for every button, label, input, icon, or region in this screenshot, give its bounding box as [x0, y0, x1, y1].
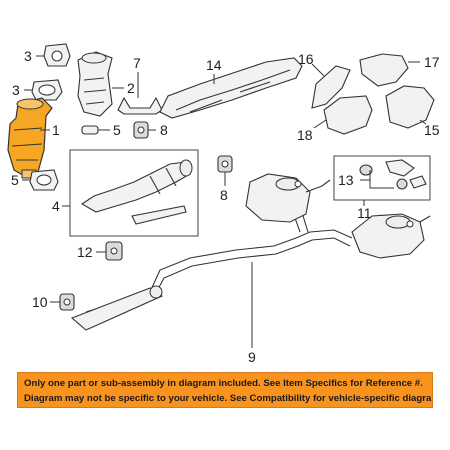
gasket-3-upper	[43, 43, 71, 67]
heat-shield-14	[159, 57, 303, 119]
gasket-3-lower	[31, 79, 63, 101]
muffler-left	[245, 173, 331, 223]
callout-5-lower: 5	[11, 172, 19, 188]
box-11	[333, 155, 431, 201]
hanger-8-upper	[133, 121, 149, 139]
lead-16	[311, 63, 325, 77]
callout-18: 18	[297, 127, 313, 143]
callout-9: 9	[248, 349, 256, 365]
heat-shield-15	[385, 85, 435, 129]
callout-13: 13	[338, 172, 354, 188]
heat-shield-17	[359, 53, 409, 87]
gasket-5-lower	[29, 169, 59, 191]
callout-7: 7	[133, 55, 141, 71]
disclaimer-line-1: Only one part or sub-assembly in diagram…	[24, 378, 423, 389]
catalytic-converter-2	[77, 51, 113, 117]
disclaimer-line-2: Diagram may not be specific to your vehi…	[24, 393, 433, 404]
bracket-7	[117, 96, 163, 115]
muffler-right	[351, 213, 431, 259]
callout-5-upper: 5	[113, 122, 121, 138]
hanger-12	[105, 241, 123, 261]
catalytic-converter-1	[7, 97, 53, 179]
callout-8-upper: 8	[160, 122, 168, 138]
callout-1: 1	[52, 122, 60, 138]
callout-15: 15	[424, 122, 440, 138]
hanger-10	[59, 293, 75, 311]
callout-17: 17	[424, 54, 440, 70]
lead-15	[419, 119, 427, 125]
front-pipe-4	[80, 159, 193, 225]
exhaust-pipe-9	[70, 189, 353, 331]
clip-5-upper	[81, 125, 99, 135]
callout-3-upper: 3	[24, 48, 32, 64]
callout-14: 14	[206, 57, 222, 73]
lead-18	[313, 119, 327, 129]
callout-8-lower: 8	[220, 187, 228, 203]
heat-shield-18	[323, 95, 373, 135]
callout-3-lower: 3	[12, 82, 20, 98]
box-4	[69, 149, 199, 237]
hanger-8-lower	[217, 155, 233, 173]
lead-13-branch	[369, 170, 394, 189]
callout-12: 12	[77, 244, 93, 260]
callout-2: 2	[127, 80, 135, 96]
callout-4: 4	[52, 198, 60, 214]
callout-16: 16	[298, 51, 314, 67]
heat-shield-16	[311, 65, 351, 109]
callout-10: 10	[32, 294, 48, 310]
callout-11: 11	[357, 205, 372, 221]
disclaimer-banner: Only one part or sub-assembly in diagram…	[17, 372, 433, 408]
hanger-13	[359, 159, 427, 190]
